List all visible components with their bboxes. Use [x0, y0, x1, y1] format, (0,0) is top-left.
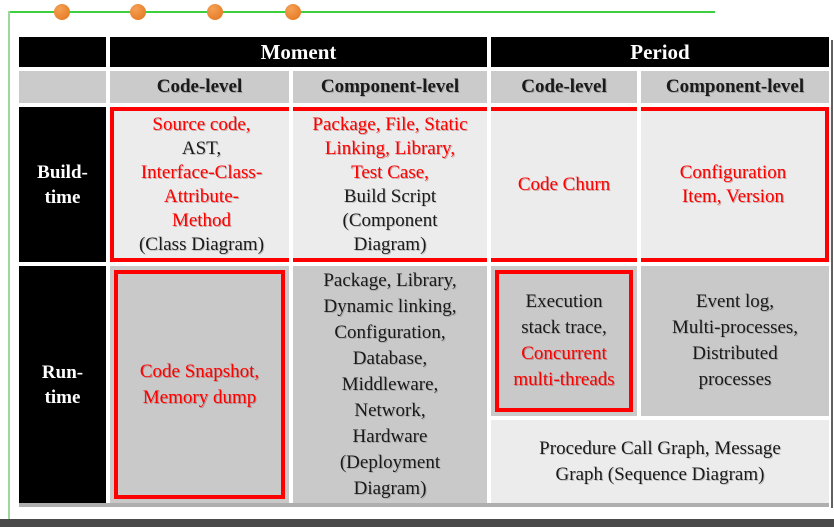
artifact-table: Moment Period Code-level Component-level…: [19, 37, 829, 503]
cell-text-line: Interface-Class-: [140, 161, 263, 183]
cell-text-line: Multi-processes,: [671, 317, 799, 338]
subheader-label: Component-level: [665, 76, 805, 97]
cell-text-line: processes: [698, 369, 772, 390]
cell-text-line: Hardware: [352, 425, 428, 447]
cell-text-line: Concurrent: [521, 343, 607, 364]
cell-build-period-code: Code Churn: [491, 107, 637, 262]
cell-text-line: time: [44, 386, 81, 408]
cell-text-line: Diagram): [353, 233, 427, 255]
cell-text-line: multi-threads: [513, 369, 615, 390]
cell-text-line: Test Case,: [351, 161, 429, 183]
cell-text-line: stack trace,: [521, 317, 607, 338]
cell-text-line: Configuration,: [334, 321, 446, 343]
red-highlight-box: Execution stack trace, Concurrent multi-thr…: [495, 270, 633, 412]
cell-text-line: Network,: [354, 399, 426, 421]
cell-text-line: Build-: [37, 161, 88, 183]
cell-text-line: Run-: [41, 361, 84, 383]
cell-run-moment-code: Code Snapshot, Memory dump: [110, 266, 289, 503]
decor-dot-1: [54, 4, 70, 20]
header-period-label: Period: [630, 39, 690, 64]
cell-text-line: Attribute-: [164, 185, 239, 207]
cell-text-line: Event log,: [695, 291, 775, 312]
decor-horizontal-line: [8, 11, 715, 13]
subheader-corner-cell: [19, 71, 106, 103]
red-highlight-box: Code Snapshot, Memory dump: [114, 270, 285, 499]
cell-text-line: Code Snapshot,: [139, 360, 260, 382]
header-period: Period: [491, 37, 829, 67]
subheader-moment-component-level: Component-level: [293, 71, 487, 103]
cell-text-line: Memory dump: [142, 386, 257, 408]
cell-text-line: Package, File, Static: [312, 113, 468, 135]
cell-text-line: Procedure Call Graph, Message: [539, 437, 781, 459]
cell-text-line: AST,: [181, 137, 222, 159]
table-right-shadow: [831, 40, 833, 508]
row-label-run-time: Run-time: [19, 266, 106, 503]
subheader-period-code-level: Code-level: [491, 71, 637, 103]
subheader-moment-code-level: Code-level: [110, 71, 289, 103]
cell-text-line: Linking, Library,: [324, 137, 456, 159]
cell-text-line: Diagram): [353, 477, 427, 499]
cell-text-line: (Component: [342, 209, 438, 231]
cell-run-moment-component: Package, Library, Dynamic linking, Configu…: [293, 266, 487, 503]
cell-text-line: Execution: [525, 291, 603, 312]
cell-build-moment-code: Source code,AST,Interface-Class-Attribut…: [110, 107, 289, 262]
slide-footer-bar: [0, 519, 834, 527]
cell-text-line: Middleware,: [341, 373, 439, 395]
subheader-label: Component-level: [320, 76, 460, 97]
decor-dot-2: [130, 4, 146, 20]
corner-cell: [19, 37, 106, 67]
cell-text-line: Code Churn: [517, 173, 611, 195]
row-label-build-time: Build-time: [19, 107, 106, 262]
cell-text-line: Database,: [352, 347, 428, 369]
cell-run-period-code: Execution stack trace, Concurrent multi-thr…: [491, 266, 637, 416]
decor-dot-3: [207, 4, 223, 20]
cell-text-line: Dynamic linking,: [323, 295, 457, 317]
cell-text-line: Build Script: [343, 185, 437, 207]
subheader-label: Code-level: [521, 76, 607, 97]
cell-run-period-component: Event log, Multi-processes, Distributed pro…: [641, 266, 829, 416]
cell-text-line: (Deployment: [339, 451, 441, 473]
header-moment-label: Moment: [260, 39, 337, 64]
cell-text-line: Item, Version: [681, 185, 785, 207]
cell-text-line: (Class Diagram): [138, 233, 265, 255]
cell-text-line: Graph (Sequence Diagram): [555, 463, 765, 485]
cell-text-line: time: [44, 186, 81, 208]
cell-text-line: Package, Library,: [323, 269, 457, 291]
header-moment: Moment: [110, 37, 487, 67]
cell-text-line: Source code,: [152, 113, 251, 135]
subheader-label: Code-level: [156, 76, 243, 97]
cell-text-line: Configuration: [679, 161, 787, 183]
decor-dot-4: [285, 4, 301, 20]
cell-text-line: Distributed: [692, 343, 778, 364]
cell-text-line: Method: [171, 209, 232, 231]
subheader-period-component-level: Component-level: [641, 71, 829, 103]
decor-vertical-line: [8, 11, 10, 519]
